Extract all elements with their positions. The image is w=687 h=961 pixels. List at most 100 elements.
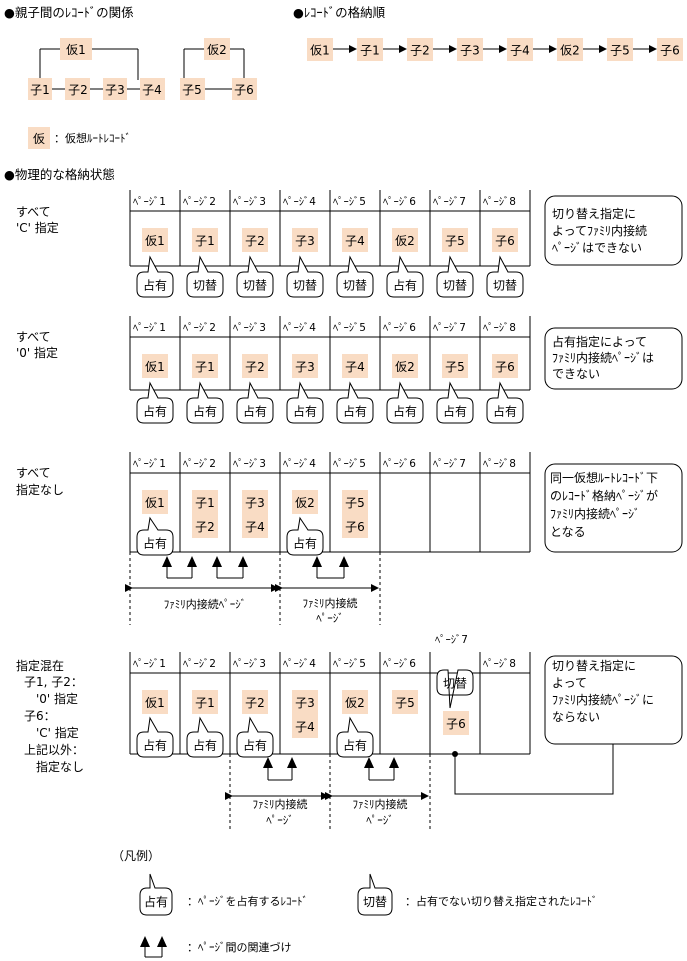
relationship-tree: 仮1 仮2 子1 子2 子3 子4 子5 子6 xyxy=(28,38,257,100)
page-header: ﾍﾟｰｼﾞ4 xyxy=(283,322,316,334)
page-link-arrow xyxy=(263,757,297,781)
legend-switch: 切替 ：占有でない切り替え指定されたﾚｺｰﾄﾞ xyxy=(357,873,598,916)
record-callout: 占有 xyxy=(136,255,174,298)
note-line: よって xyxy=(552,676,587,690)
note-line: 切り替え指定に xyxy=(552,658,636,673)
tree-child-label: 子2 xyxy=(68,83,88,97)
record-box: 仮1 xyxy=(142,490,168,514)
record-box: 仮2 xyxy=(342,690,368,714)
record-callout: 占有 xyxy=(136,716,174,758)
record-callout: 占有 xyxy=(186,716,224,758)
record-label: 子4 xyxy=(345,360,365,374)
title-order: ●ﾚｺｰﾄﾞの格納順 xyxy=(293,5,386,20)
tree-child: 子3 xyxy=(103,78,127,100)
record-box: 仮2 xyxy=(292,490,318,514)
page-header: ﾍﾟｰｼﾞ3 xyxy=(233,458,266,470)
tree-parent-1-label: 仮1 xyxy=(66,43,86,57)
callout-label: 切替 xyxy=(243,279,267,293)
callout-label: 占有 xyxy=(293,536,317,551)
record-box: 子1 xyxy=(192,228,218,252)
legend-switch-box-label: 切替 xyxy=(363,895,387,909)
record-label: 子5 xyxy=(445,234,465,248)
section-label-line: '0' 指定 xyxy=(36,691,78,706)
page-header: ﾍﾟｰｼﾞ1 xyxy=(133,322,166,334)
page-header: ﾍﾟｰｼﾞ3 xyxy=(233,196,266,208)
section-label-line: すべて xyxy=(16,205,51,219)
record-box: 仮1 xyxy=(307,38,333,61)
record-callout: 占有 xyxy=(336,716,374,758)
tree-child-label: 子5 xyxy=(182,83,202,97)
note-section-2: 占有指定によって ﾌｧﾐﾘ内接続ﾍﾟｰｼﾞは できない xyxy=(544,327,683,390)
record-label: 子5 xyxy=(445,360,465,374)
family-page-label: ﾌｧﾐﾘ内接続 xyxy=(303,596,358,610)
callout-label: 切替 xyxy=(293,279,317,293)
record-box: 仮1 xyxy=(142,690,168,714)
record-label: 子6 xyxy=(495,234,515,248)
record-callout: 占有 xyxy=(286,381,324,424)
tree-child-label: 子6 xyxy=(234,83,254,97)
record-box: 子1 xyxy=(192,354,218,378)
page-header: ﾍﾟｰｼﾞ4 xyxy=(283,196,316,208)
page-header: ﾍﾟｰｼﾞ1 xyxy=(133,658,166,670)
section-label-line: すべて xyxy=(16,330,51,344)
section-label-line: 指定なし xyxy=(16,482,64,497)
record-label: 子3 xyxy=(295,234,315,248)
record-label: 子6 xyxy=(495,360,515,374)
note-line: ﾌｧﾐﾘ内接続ﾍﾟｰｼﾞ xyxy=(550,506,640,521)
section-label-line: 'C' 指定 xyxy=(36,725,79,740)
record-label: 仮1 xyxy=(145,496,165,510)
tree-child: 子2 xyxy=(65,78,90,100)
page-header: ﾍﾟｰｼﾞ6 xyxy=(383,322,416,334)
record-label: 子1 xyxy=(195,360,215,374)
record-box: 子3 xyxy=(292,354,318,378)
callout-label: 占有 xyxy=(393,404,417,419)
record-label: 子3 xyxy=(295,360,315,374)
record-callout: 占有 xyxy=(186,381,224,424)
family-page-label: ﾍﾟｰｼﾞ xyxy=(316,612,344,625)
record-label: 子5 xyxy=(345,496,365,510)
record-callout: 占有 xyxy=(136,381,174,424)
page-header: ﾍﾟｰｼﾞ2 xyxy=(183,658,216,670)
record-box: 子6 xyxy=(657,38,683,61)
record-callout: 切替 xyxy=(236,255,274,298)
record-label: 子1 xyxy=(195,496,215,510)
record-label: 子2 xyxy=(245,360,265,374)
tree-parent-1: 仮1 xyxy=(60,38,92,60)
record-callout: 占有 xyxy=(486,381,524,424)
record-label: 子3 xyxy=(460,44,480,58)
legend-title: （凡例） xyxy=(112,849,160,863)
virtual-key-box-label: 仮 xyxy=(33,132,45,146)
note-section-4: 切り替え指定に よって ﾌｧﾐﾘ内接続ﾍﾟｰｼﾞに ならない xyxy=(544,655,683,745)
record-callout: 切替 xyxy=(336,255,374,298)
record-box: 子5 xyxy=(442,354,468,378)
record-label: 子3 xyxy=(245,496,265,510)
callout-label: 切替 xyxy=(493,279,517,293)
page-header: ﾍﾟｰｼﾞ5 xyxy=(333,196,366,208)
section-2-label: すべて '0' 指定 xyxy=(16,330,58,360)
record-label: 子2 xyxy=(245,696,265,710)
page-header: ﾍﾟｰｼﾞ5 xyxy=(333,458,366,470)
tree-child: 子1 xyxy=(28,78,52,100)
section-label-line: すべて xyxy=(16,466,51,480)
record-box: 子6 xyxy=(492,354,518,378)
record-box: 子1 xyxy=(357,38,383,61)
page-header: ﾍﾟｰｼﾞ7 xyxy=(433,458,466,470)
record-label: 子6 xyxy=(446,717,466,731)
record-label: 子4 xyxy=(245,520,265,534)
tree-parent-2: 仮2 xyxy=(204,38,230,60)
tree-child-label: 子3 xyxy=(105,83,125,97)
record-label: 仮1 xyxy=(145,696,165,710)
callout-label: 占有 xyxy=(243,404,267,419)
record-box: 子5 xyxy=(442,228,468,252)
record-label: 子4 xyxy=(510,44,530,58)
callout-label: 占有 xyxy=(243,738,267,753)
callout-label: 占有 xyxy=(143,738,167,753)
callout-label: 占有 xyxy=(343,404,367,419)
page-header: ﾍﾟｰｼﾞ3 xyxy=(233,322,266,334)
legend-occupy: 占有 ：ﾍﾟｰｼﾞを占有するﾚｺｰﾄﾞ xyxy=(139,873,308,916)
record-box: 仮2 xyxy=(392,228,418,252)
page-header: ﾍﾟｰｼﾞ4 xyxy=(283,458,316,470)
legend: （凡例） 占有 ：ﾍﾟｰｼﾞを占有するﾚｺｰﾄﾞ 切替 ：占有でない切り替え指定… xyxy=(112,849,598,958)
